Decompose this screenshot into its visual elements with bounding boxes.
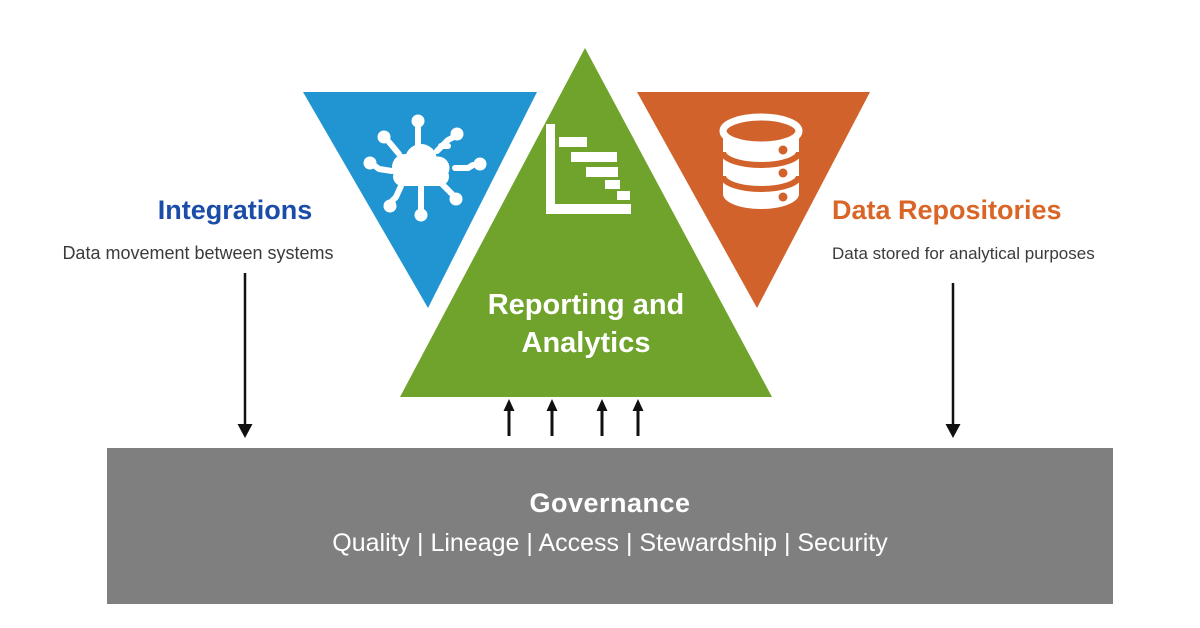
up-arrow — [546, 399, 558, 436]
up-arrow — [503, 399, 515, 436]
reporting-title-line1: Reporting and — [487, 289, 685, 321]
cloud-network-icon — [363, 114, 487, 222]
integrations-subtitle: Data movement between systems — [62, 243, 334, 263]
repositories-down-arrow — [945, 283, 961, 438]
integrations-title: Integrations — [157, 195, 313, 225]
gantt-chart-icon — [546, 124, 631, 214]
reporting-triangle — [400, 48, 772, 397]
repositories-subtitle: Data stored for analytical purposes — [832, 244, 1095, 263]
up-arrow — [596, 399, 608, 436]
integrations-down-arrow — [237, 273, 253, 438]
governance-bar: Governance Quality | Lineage | Access | … — [107, 448, 1113, 604]
reporting-title-line2: Analytics — [521, 327, 651, 359]
reporting-title: Reporting and Analytics — [436, 286, 736, 362]
governance-up-arrows — [503, 399, 644, 436]
up-arrow — [632, 399, 644, 436]
database-icon — [719, 113, 803, 209]
governance-title: Governance — [529, 488, 691, 518]
repositories-title: Data Repositories — [832, 195, 1062, 225]
governance-subtitle: Quality | Lineage | Access | Stewardship… — [332, 529, 888, 557]
